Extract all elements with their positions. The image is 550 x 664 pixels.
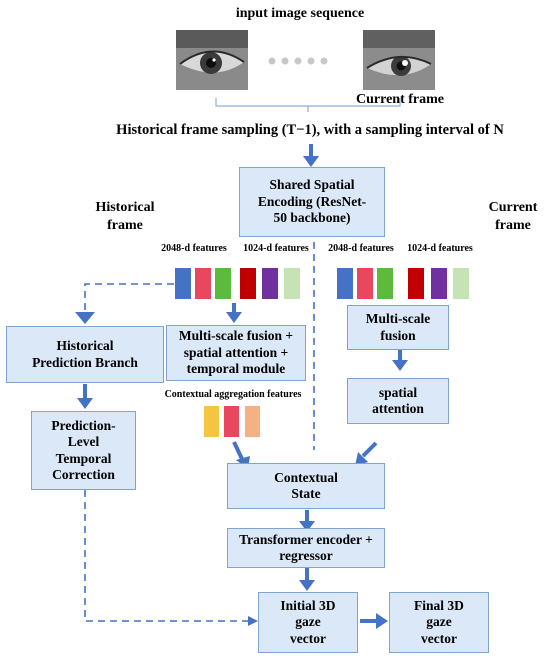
feature-block xyxy=(357,268,373,299)
final-3d-gaze-vector-box: Final 3D gaze vector xyxy=(389,592,489,653)
feature-label-2048-left: 2048-d features xyxy=(161,243,227,254)
feature-block xyxy=(377,268,393,299)
eye-image-current xyxy=(363,30,435,90)
feature-label-1024-right: 1024-d features xyxy=(407,243,473,254)
prediction-level-temporal-correction-box: Prediction- Level Temporal Correction xyxy=(31,411,136,490)
feature-block xyxy=(337,268,353,299)
current-multi-scale-fusion-box: Multi-scale fusion xyxy=(347,305,449,350)
feature-label-1024-left: 1024-d features xyxy=(243,243,309,254)
feature-block xyxy=(408,268,424,299)
current-frame-caption: Current frame xyxy=(356,92,444,107)
feature-label-2048-right: 2048-d features xyxy=(328,243,394,254)
contextual-aggregation-label: Contextual aggregation features xyxy=(164,389,302,400)
feature-block xyxy=(262,268,278,299)
feature-block xyxy=(175,268,191,299)
feature-block xyxy=(195,268,211,299)
current-frame-label: Current frame xyxy=(488,200,538,234)
initial-3d-gaze-vector-box: Initial 3D gaze vector xyxy=(258,592,358,653)
historical-frame-label: Historical frame xyxy=(95,200,155,234)
current-spatial-attention-box: spatial attention xyxy=(347,378,449,424)
sampling-bracket xyxy=(215,98,401,112)
input-sequence-title: input image sequence xyxy=(235,6,365,21)
aggregation-feature-block xyxy=(204,406,219,437)
aggregation-feature-block xyxy=(224,406,239,437)
feature-block xyxy=(240,268,256,299)
shared-spatial-encoding-box: Shared Spatial Encoding (ResNet- 50 back… xyxy=(239,167,385,237)
feature-block xyxy=(284,268,300,299)
aggregation-feature-block xyxy=(245,406,260,437)
multi-scale-fusion-attention-temporal-box: Multi-scale fusion + spatial attention +… xyxy=(166,325,306,381)
feature-block xyxy=(215,268,231,299)
feature-block xyxy=(453,268,469,299)
feature-block xyxy=(431,268,447,299)
contextual-state-box: Contextual State xyxy=(227,463,385,509)
eye-image-first xyxy=(176,30,248,90)
sampling-caption: Historical frame sampling (T−1), with a … xyxy=(116,122,504,138)
transformer-encoder-regressor-box: Transformer encoder + regressor xyxy=(227,528,385,568)
historical-prediction-branch-box: Historical Prediction Branch xyxy=(6,326,164,383)
ellipsis-dots xyxy=(268,57,328,65)
